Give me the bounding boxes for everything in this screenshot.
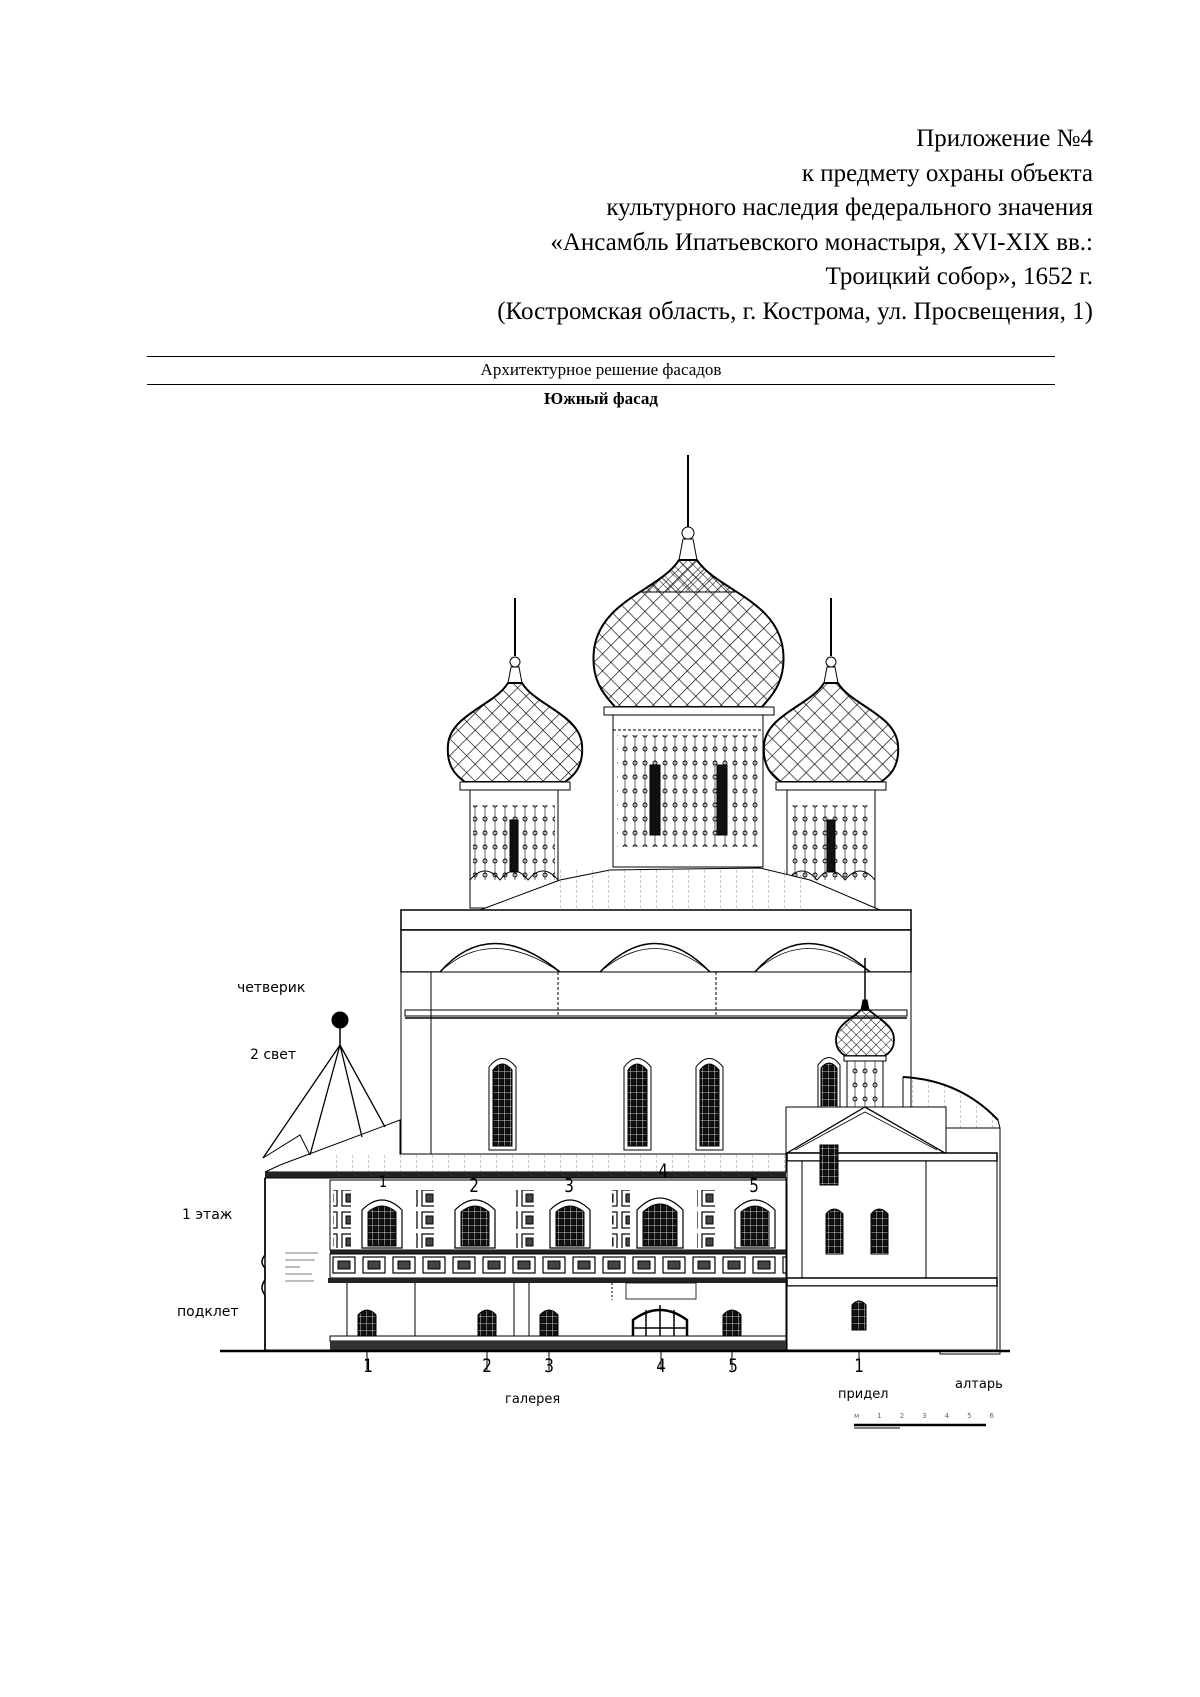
axis-bottom-5: 5 <box>728 1355 738 1377</box>
chetverik-marker <box>331 1011 349 1029</box>
label-first-floor: 1 этаж <box>182 1207 233 1223</box>
appendix-header: Приложение №4 к предмету охраны объекта … <box>497 122 1093 329</box>
label-gallery: галерея <box>505 1392 561 1407</box>
axis-ticks <box>366 1352 860 1370</box>
axis-bottom-2: 2 <box>482 1355 492 1377</box>
section-title: Архитектурное решение фасадов <box>480 360 722 379</box>
appendix-address: (Костромская область, г. Кострома, ул. П… <box>497 297 1093 325</box>
middle-rule <box>147 384 1055 385</box>
axis-top-3: 3 <box>564 1175 574 1197</box>
axis-bottom-chapel-1: 1 <box>854 1355 864 1377</box>
chapel-dome <box>835 958 895 1112</box>
facade-title: Южный фасад <box>544 389 658 408</box>
appendix-number: Приложение №4 <box>916 125 1093 152</box>
axis-top-1: 1 <box>379 1172 388 1191</box>
axis-bottom-3: 3 <box>544 1355 554 1377</box>
label-altar: алтарь <box>955 1377 1003 1392</box>
left-dome <box>446 598 584 909</box>
appendix-heritage-line: культурного наследия федерального значен… <box>606 194 1093 221</box>
break-line <box>261 1178 266 1350</box>
label-chetverik: четверик <box>237 980 306 996</box>
axis-top-4: 4 <box>658 1160 668 1182</box>
axis-bottom-1: 1 <box>363 1355 373 1377</box>
label-second-light: 2 свет <box>250 1047 297 1063</box>
label-chapel: придел <box>838 1387 889 1402</box>
scale-bar-labels: м 1 2 3 4 5 6 <box>854 1412 994 1420</box>
scale-label: 3 <box>922 1412 927 1420</box>
scale-label: 1 <box>877 1412 882 1420</box>
porch-tent <box>262 1011 386 1159</box>
axis-bottom-4: 4 <box>656 1355 666 1377</box>
scale-bar <box>854 1423 986 1429</box>
right-dome <box>762 598 900 909</box>
label-podklet: подклет <box>177 1304 239 1320</box>
scale-label: м <box>854 1412 860 1420</box>
scale-label: 2 <box>899 1412 905 1420</box>
chapel-block <box>784 1106 998 1351</box>
appendix-cathedral-name: Троицкий собор», 1652 г. <box>825 263 1093 290</box>
appendix-ensemble-name: «Ансамбль Ипатьевского монастыря, XVI-XI… <box>550 228 1093 256</box>
axis-top-5: 5 <box>749 1175 759 1197</box>
annotation-note <box>285 1252 318 1282</box>
axis-top-2: 2 <box>469 1175 479 1197</box>
gallery <box>264 1177 787 1352</box>
scale-label: 6 <box>989 1412 994 1420</box>
central-dome <box>592 455 785 868</box>
scale-label: 4 <box>944 1412 950 1420</box>
top-rule <box>147 356 1055 357</box>
appendix-subject-line: к предмету охраны объекта <box>801 159 1093 187</box>
scale-label: 5 <box>967 1412 972 1420</box>
